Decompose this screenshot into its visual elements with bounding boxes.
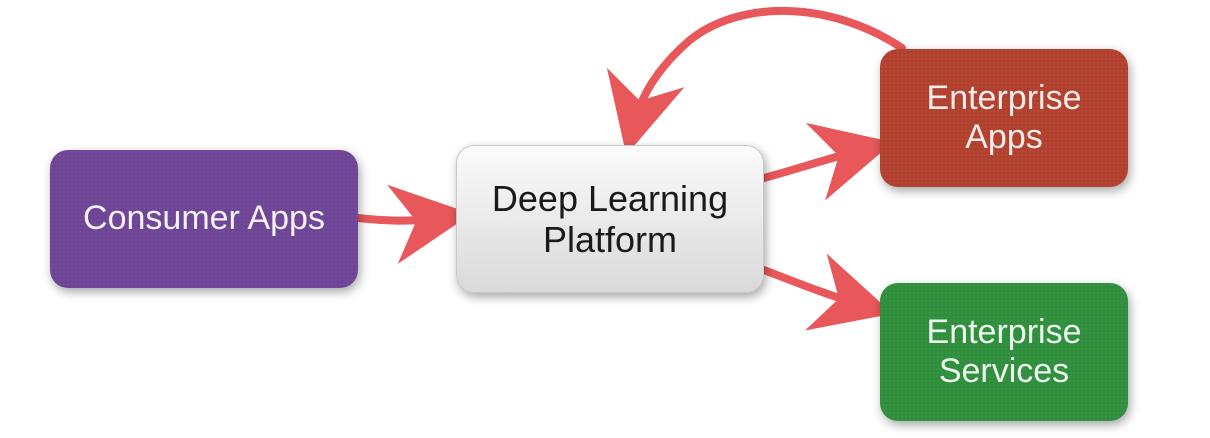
arrow-platform-to-enterprise-services (760, 253, 893, 331)
consumer-apps-label: Consumer Apps (83, 199, 325, 238)
platform-label-line-1: Deep Learning (491, 177, 729, 219)
consumer-apps-node: Consumer Apps (50, 150, 358, 288)
enterprise-services-label-line-2: Services (938, 352, 1070, 390)
arrow-consumer-to-platform (354, 184, 472, 264)
arrow-enterprise-apps-to-platform (606, 7, 906, 156)
enterprise-apps-label-line-1: Enterprise (926, 78, 1082, 117)
platform-label-line-2: Platform (542, 219, 678, 260)
enterprise-services-label-line-1: Enterprise (926, 312, 1082, 351)
enterprise-apps-label-line-2: Apps (965, 118, 1043, 156)
enterprise-services-node: Enterprise Services (880, 283, 1128, 421)
deep-learning-platform-node: Deep Learning Platform (456, 145, 764, 293)
enterprise-apps-node: Enterprise Apps (880, 49, 1128, 187)
arrow-platform-to-enterprise-apps (760, 122, 894, 201)
